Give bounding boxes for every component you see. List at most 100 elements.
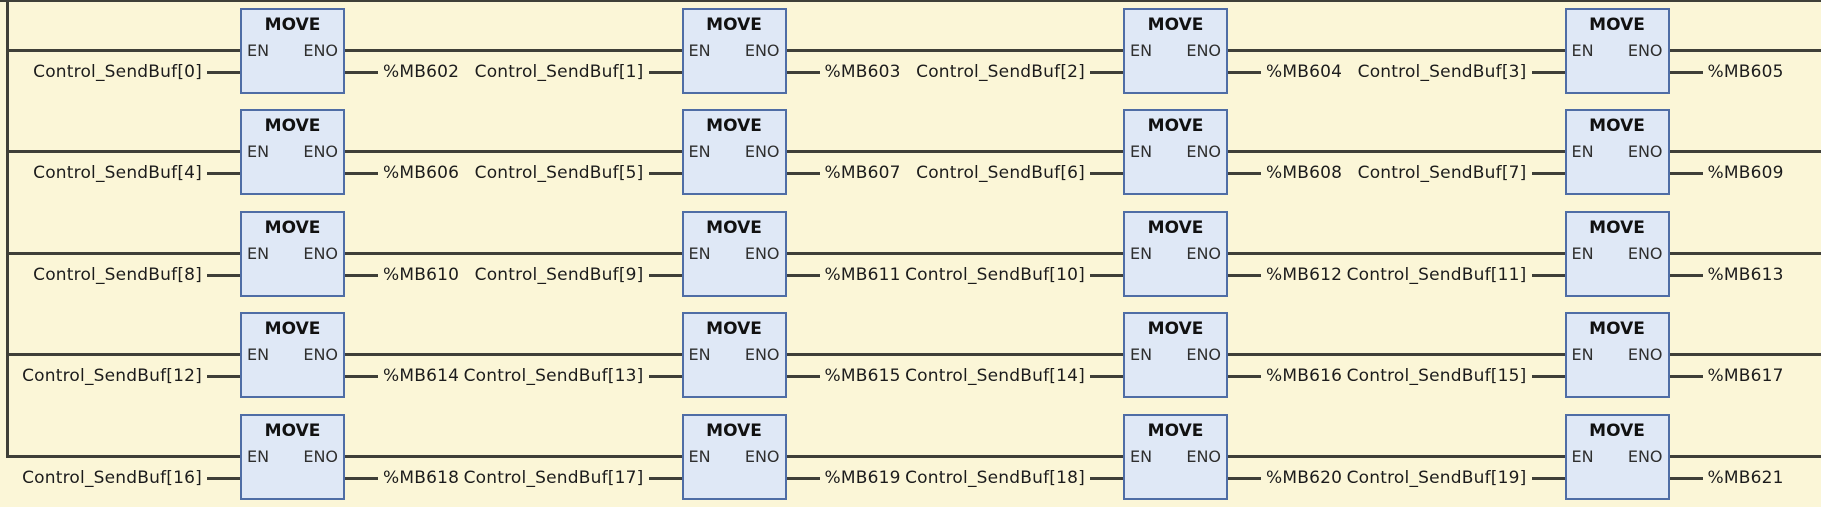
output-wire — [1228, 375, 1261, 379]
input-operand[interactable]: Control_SendBuf[9] — [474, 264, 644, 285]
move-block[interactable]: MOVE EN ENO — [1564, 210, 1670, 297]
output-operand[interactable]: %MB612 — [1266, 264, 1343, 285]
output-operand[interactable]: %MB609 — [1707, 163, 1784, 184]
output-operand[interactable]: %MB621 — [1707, 467, 1784, 488]
input-operand[interactable]: Control_SendBuf[7] — [1357, 163, 1527, 184]
input-operand[interactable]: Control_SendBuf[8] — [33, 264, 202, 285]
output-operand[interactable]: %MB604 — [1266, 62, 1343, 82]
input-operand[interactable]: Control_SendBuf[15] — [1346, 366, 1527, 387]
en-pin-label: EN — [247, 142, 270, 162]
en-pin-label: EN — [1571, 142, 1594, 162]
input-operand[interactable]: Control_SendBuf[11] — [1346, 264, 1527, 285]
input-operand[interactable]: Control_SendBuf[4] — [33, 163, 202, 184]
output-operand[interactable]: %MB617 — [1707, 366, 1784, 387]
input-wire — [207, 172, 240, 176]
en-pin-label: EN — [247, 243, 270, 263]
block-title: MOVE — [1147, 116, 1204, 137]
input-wire — [1531, 273, 1565, 277]
output-wire — [1228, 476, 1261, 480]
output-operand[interactable]: %MB615 — [824, 366, 901, 387]
block-title: MOVE — [264, 217, 321, 238]
eno-pin-label: ENO — [303, 142, 338, 162]
input-operand[interactable]: Control_SendBuf[2] — [916, 62, 1085, 82]
eno-pin-label: ENO — [1627, 41, 1663, 60]
en-pin-label: EN — [1130, 142, 1153, 162]
output-wire — [1228, 273, 1261, 277]
output-operand[interactable]: %MB611 — [824, 264, 901, 285]
eno-pin-label: ENO — [744, 345, 780, 365]
input-wire — [648, 172, 682, 176]
input-operand[interactable]: Control_SendBuf[18] — [905, 467, 1085, 488]
input-operand[interactable]: Control_SendBuf[13] — [463, 366, 644, 387]
input-operand[interactable]: Control_SendBuf[6] — [916, 163, 1085, 184]
output-operand[interactable]: %MB619 — [824, 467, 901, 488]
input-wire — [207, 71, 240, 74]
eno-pin-label: ENO — [744, 243, 780, 263]
block-title: MOVE — [706, 116, 762, 137]
output-operand[interactable]: %MB616 — [1266, 366, 1343, 387]
input-wire — [1531, 375, 1565, 379]
output-operand[interactable]: %MB613 — [1707, 264, 1784, 285]
output-operand[interactable]: %MB603 — [824, 62, 901, 82]
en-pin-label: EN — [1130, 41, 1153, 60]
input-wire — [1090, 71, 1123, 74]
input-operand[interactable]: Control_SendBuf[19] — [1346, 467, 1527, 488]
output-wire — [1669, 273, 1703, 277]
output-operand[interactable]: %MB608 — [1266, 163, 1343, 184]
input-operand[interactable]: Control_SendBuf[10] — [905, 264, 1085, 285]
output-operand[interactable]: %MB610 — [383, 264, 460, 285]
input-operand[interactable]: Control_SendBuf[3] — [1357, 62, 1527, 82]
input-operand[interactable]: Control_SendBuf[17] — [463, 467, 644, 488]
input-wire — [648, 476, 682, 480]
output-operand[interactable]: %MB606 — [383, 163, 460, 184]
eno-pin-label: ENO — [1627, 243, 1663, 263]
output-operand[interactable]: %MB605 — [1707, 62, 1784, 82]
input-wire — [648, 375, 682, 379]
power-rail — [6, 0, 9, 458]
input-operand[interactable]: Control_SendBuf[0] — [33, 62, 202, 82]
input-operand[interactable]: Control_SendBuf[12] — [22, 366, 202, 387]
en-pin-label: EN — [688, 142, 711, 162]
output-operand[interactable]: %MB607 — [824, 163, 901, 184]
input-wire — [1090, 476, 1123, 480]
input-operand[interactable]: Control_SendBuf[5] — [474, 163, 644, 184]
en-pin-label: EN — [1130, 446, 1153, 466]
output-operand[interactable]: %MB602 — [383, 62, 460, 82]
output-operand[interactable]: %MB620 — [1266, 467, 1343, 488]
block-title: MOVE — [1589, 217, 1645, 238]
output-operand[interactable]: %MB618 — [383, 467, 460, 488]
eno-pin-label: ENO — [1186, 41, 1221, 60]
output-wire — [345, 71, 378, 74]
en-pin-label: EN — [1571, 243, 1594, 263]
en-pin-label: EN — [688, 243, 711, 263]
eno-pin-label: ENO — [303, 345, 338, 365]
block-title: MOVE — [706, 15, 762, 35]
output-operand[interactable]: %MB614 — [383, 366, 460, 387]
network-rung: Control_SendBuf[8] MOVE EN ENO %MB610 Control… — [0, 203, 1821, 304]
output-wire — [1669, 375, 1703, 379]
input-operand[interactable]: Control_SendBuf[16] — [22, 467, 202, 488]
input-operand[interactable]: Control_SendBuf[14] — [905, 366, 1085, 387]
input-operand[interactable]: Control_SendBuf[1] — [474, 62, 644, 82]
